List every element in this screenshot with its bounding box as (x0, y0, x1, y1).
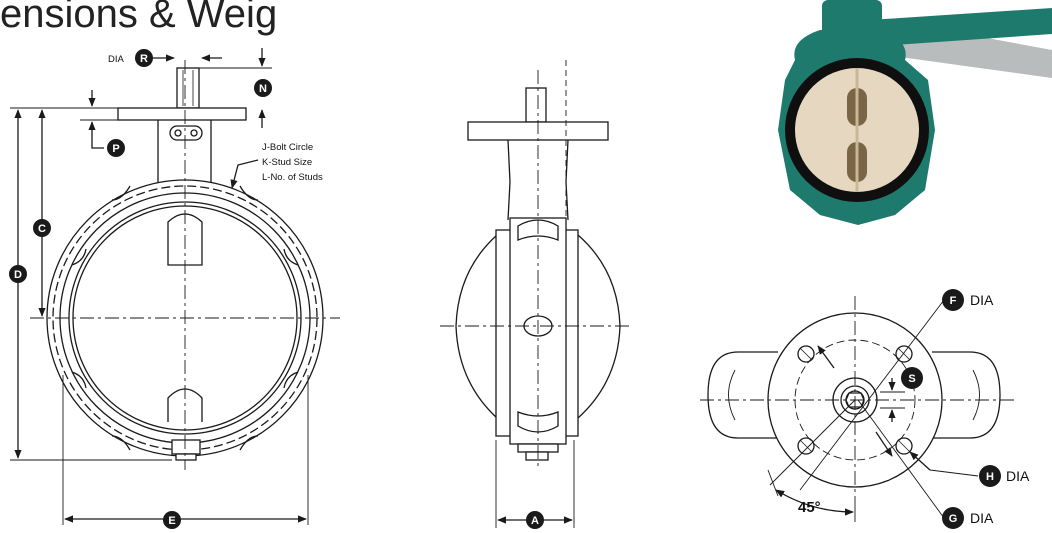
callout-g: G DIA (942, 507, 994, 529)
valve-photo (778, 0, 1052, 225)
bolt-circle-label: J-Bolt Circle (262, 142, 313, 153)
r-badge: R (140, 53, 148, 65)
callout-d: D (9, 265, 27, 283)
callout-f: F DIA (942, 289, 994, 311)
angle-label: 45° (798, 499, 821, 516)
callout-a: A (526, 511, 544, 529)
top-view (700, 296, 1015, 522)
p-badge: P (112, 143, 119, 155)
r-dia-label: DIA (108, 54, 125, 65)
side-view (440, 60, 630, 528)
num-studs-label: L-No. of Studs (262, 172, 323, 183)
callout-h: H DIA (929, 465, 1030, 487)
jkl-note: J-Bolt Circle K-Stud Size L-No. of Studs (262, 142, 323, 183)
callout-n: N (254, 79, 272, 97)
stud-size-label: K-Stud Size (262, 157, 312, 168)
f-dia-label: DIA (970, 292, 994, 308)
callout-s: S (901, 367, 923, 389)
g-dia-label: DIA (970, 510, 994, 526)
n-badge: N (259, 83, 267, 95)
d-badge: D (14, 269, 22, 281)
callout-r: DIA R (108, 49, 153, 67)
g-badge: G (949, 513, 958, 525)
callout-c: C (33, 219, 51, 237)
f-badge: F (950, 295, 957, 307)
h-dia-label: DIA (1006, 468, 1030, 484)
c-badge: C (38, 223, 46, 235)
e-badge: E (168, 515, 175, 527)
s-badge: S (908, 373, 915, 385)
h-badge: H (986, 471, 994, 483)
a-badge: A (531, 515, 539, 527)
front-view (10, 48, 340, 525)
callout-p: P (107, 139, 125, 157)
callout-e: E (163, 511, 181, 529)
page-title: ensions & Weig (0, 0, 278, 36)
